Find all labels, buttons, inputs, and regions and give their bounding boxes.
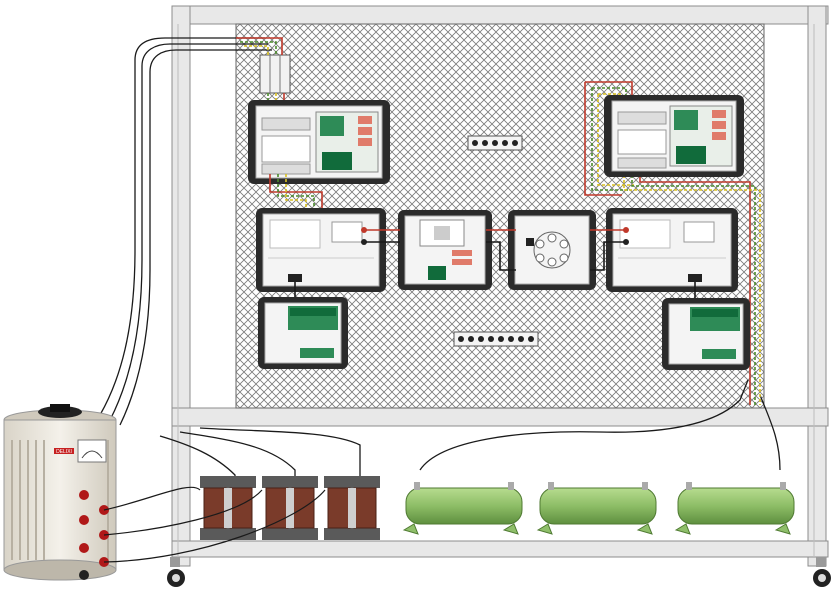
terminal-strip-lower: [453, 331, 539, 347]
terminal-screw: [482, 140, 488, 146]
terminal-screw: [458, 336, 464, 342]
transformer: [262, 476, 318, 540]
load-resistor: [674, 482, 795, 535]
rack-frame: [171, 5, 829, 567]
transformer: [200, 476, 256, 540]
control-panel: [398, 210, 492, 290]
power-module-left: [248, 100, 390, 212]
circuit-breaker: [259, 54, 291, 94]
load-resistor: [402, 482, 523, 535]
terminal-screw: [472, 140, 478, 146]
terminal-screw: [498, 336, 504, 342]
terminal-screw: [492, 140, 498, 146]
transformer-group: [200, 476, 380, 540]
load-resistor: [536, 482, 657, 535]
switching-panel: [508, 210, 596, 290]
terminal-screw: [528, 336, 534, 342]
variac-brand-badge: [54, 448, 74, 454]
terminal-strip-upper: [467, 135, 523, 151]
wires-top-right: [584, 81, 761, 405]
inverter-panel-right: [606, 208, 738, 292]
relay-panel-left: [258, 297, 348, 369]
variac-brand-text: DELIXI: [56, 449, 72, 455]
terminal-screw: [478, 336, 484, 342]
terminal-screw: [508, 336, 514, 342]
variac-autotransformer: DELIXI: [3, 404, 326, 581]
resistor-group: [402, 482, 795, 535]
transformer: [324, 476, 380, 540]
terminal-screw: [502, 140, 508, 146]
terminal-screw: [512, 140, 518, 146]
variac-terminals: [79, 490, 109, 580]
terminal-screw: [468, 336, 474, 342]
terminal-screw: [518, 336, 524, 342]
inverter-panel-left: [256, 208, 386, 292]
caster-left: [167, 557, 185, 587]
terminal-screw: [488, 336, 494, 342]
power-module-right: [604, 95, 744, 177]
main-cables: [99, 37, 781, 480]
relay-panel-right: [662, 298, 750, 370]
caster-right: [813, 557, 831, 587]
